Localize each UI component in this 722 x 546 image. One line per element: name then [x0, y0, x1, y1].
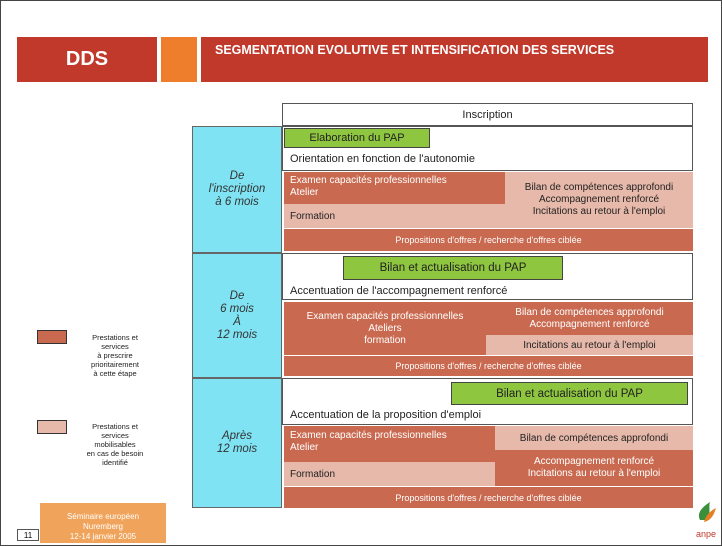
phase3-bilan: Bilan de compétences approfondi: [495, 426, 693, 450]
phase2-examen: Examen capacités professionnelles: [306, 310, 464, 322]
phase3-pap: Bilan et actualisation du PAP: [451, 382, 688, 405]
anpe-logo-icon: [698, 502, 716, 522]
phase2-right-dark: Bilan de compétences approfondi Accompag…: [486, 302, 693, 335]
legend-swatch-optional: [37, 420, 67, 434]
phase3-examen: Examen capacités professionnelles: [290, 430, 447, 441]
phase2-orientation: Accentuation de l'accompagnement renforc…: [290, 285, 508, 297]
phase3-propositions: Propositions d'offres / recherche d'offr…: [284, 487, 693, 508]
phase2-pap: Bilan et actualisation du PAP: [343, 256, 563, 280]
header-orange-block: [161, 37, 197, 82]
phase3-orientation: Accentuation de la proposition d'emploi: [290, 409, 482, 421]
phase1-examen: Examen capacités professionnelles: [290, 175, 447, 186]
phase2-left-dark: Examen capacités professionnelles Atelie…: [284, 302, 486, 355]
phase1-pap: Elaboration du PAP: [284, 128, 430, 148]
phase3-right-dark: Accompagnement renforcé Incitations au r…: [495, 450, 693, 486]
phase1-atelier: Atelier: [290, 187, 319, 198]
phase1-accompagnement: Accompagnement renforcé: [538, 194, 660, 205]
header-dds: DDS: [17, 37, 157, 82]
phase3-atelier: Atelier: [290, 442, 319, 453]
phase3-left-dark: Examen capacités professionnelles Atelie…: [284, 426, 495, 462]
phase2-ateliers: Ateliers: [368, 322, 402, 334]
period-3: Après 12 mois: [192, 378, 282, 508]
footer-line-1: Séminaire européen: [66, 512, 140, 521]
anpe-logo: anpe: [694, 498, 718, 539]
page-number: 11: [17, 529, 39, 541]
phase1-incitations: Incitations au retour à l'emploi: [532, 206, 666, 217]
phase1-right-light: Bilan de compétences approfondi Accompag…: [505, 172, 693, 228]
phase1-orientation: Orientation en fonction de l'autonomie: [290, 153, 475, 165]
phase3-formation: Formation: [284, 462, 495, 486]
footer-seminar: Séminaire européen Nuremberg 12-14 janvi…: [40, 503, 166, 543]
phase2-formation: formation: [364, 334, 406, 346]
period-2: De 6 mois À 12 mois: [192, 253, 282, 378]
phase2-propositions: Propositions d'offres / recherche d'offr…: [284, 356, 693, 376]
phase3-accompagnement: Accompagnement renforcé: [533, 456, 655, 467]
footer-line-2: Nuremberg: [82, 522, 123, 531]
phase1-bilan: Bilan de compétences approfondi: [524, 182, 674, 193]
phase2-incitations: Incitations au retour à l'emploi: [486, 335, 693, 355]
inscription-box: Inscription: [282, 103, 693, 126]
legend-swatch-priority: [37, 330, 67, 344]
legend-text-optional: Prestations et services mobilisables en …: [86, 422, 144, 467]
phase1-formation: Formation: [284, 204, 505, 228]
phase1-container: [282, 126, 693, 171]
legend-text-priority: Prestations et services à prescrire prio…: [91, 333, 139, 378]
phase1-propositions: Propositions d'offres / recherche d'offr…: [284, 229, 693, 251]
phase2-accompagnement: Accompagnement renforcé: [529, 318, 650, 330]
phase3-incitations: Incitations au retour à l'emploi: [527, 468, 661, 479]
phase2-bilan: Bilan de compétences approfondi: [515, 306, 664, 318]
anpe-logo-text: anpe: [695, 529, 717, 539]
footer-line-3: 12-14 janvier 2005: [69, 532, 137, 541]
period-1: De l'inscription à 6 mois: [192, 126, 282, 253]
phase1-left-dark: Examen capacités professionnelles Atelie…: [284, 172, 505, 204]
page-title: SEGMENTATION EVOLUTIVE ET INTENSIFICATIO…: [201, 37, 708, 82]
